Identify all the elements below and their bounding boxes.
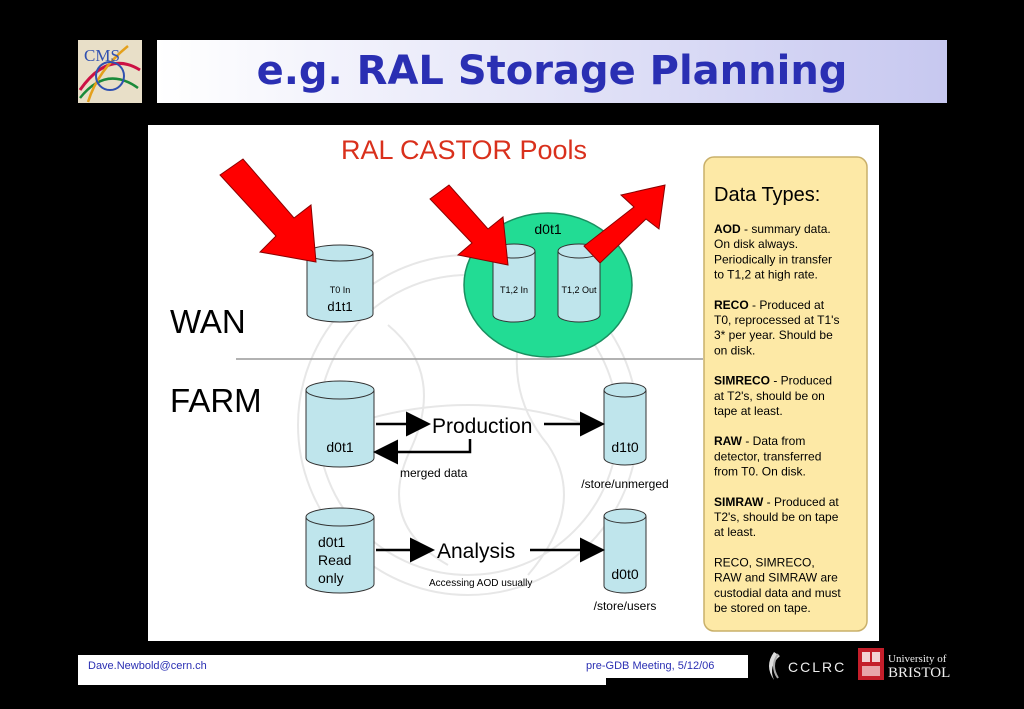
- cylinder-t12-in-label: T1,2 In: [500, 285, 528, 295]
- data-types-box: [703, 156, 868, 632]
- cylinder-d1t0-label: d1t0: [611, 439, 638, 455]
- data-types-note-line: be stored on tape.: [714, 601, 811, 615]
- data-types-note-line: RAW and SIMRAW are: [714, 571, 838, 585]
- cclrc-logo: CCLRC: [762, 648, 848, 684]
- cms-logo: CMS: [78, 40, 142, 103]
- data-type-line: RAW - Data from: [714, 434, 805, 448]
- footer-underbar: [78, 678, 606, 685]
- store-users-label: /store/users: [594, 599, 657, 613]
- data-types-list: AOD - summary data.On disk always.Period…: [714, 222, 841, 615]
- svg-text:BRISTOL: BRISTOL: [888, 665, 950, 681]
- footer-bar: [78, 655, 748, 678]
- accessing-aod-label: Accessing AOD usually: [429, 578, 532, 589]
- cylinder-t0-in-label: T0 In: [330, 285, 351, 295]
- data-type-line: 3* per year. Should be: [714, 328, 833, 342]
- incoming-arrow-t0: [219, 158, 317, 263]
- data-type-line: T2's, should be on tape: [714, 510, 839, 524]
- data-type-line: on disk.: [714, 343, 755, 357]
- cylinder-t12-out-label: T1,2 Out: [561, 285, 597, 295]
- title-bar: e.g. RAL Storage Planning: [157, 40, 947, 103]
- footer-author-email: Dave.Newbold@cern.ch: [88, 660, 207, 672]
- cylinder-t0-in: T0 In d1t1: [306, 244, 374, 323]
- merged-data-label: merged data: [400, 466, 468, 480]
- footer-meeting-date: pre-GDB Meeting, 5/12/06: [586, 660, 715, 672]
- cylinder-farm-d0t1-label: d0t1: [326, 439, 353, 455]
- data-type-line: tape at least.: [714, 404, 783, 418]
- incoming-arrow-t12: [429, 184, 509, 266]
- diagram-panel: RAL CASTOR Pools WAN FARM d0t1 T0 In d1t…: [148, 125, 879, 641]
- read-only-line2: Read: [318, 552, 351, 568]
- zone-farm-label: FARM: [170, 382, 262, 419]
- store-unmerged-label: /store/unmerged: [581, 477, 668, 491]
- data-type-line: On disk always.: [714, 237, 798, 251]
- production-label: Production: [432, 415, 532, 438]
- read-only-line1: d0t1: [318, 534, 345, 550]
- zone-wan-label: WAN: [170, 303, 246, 340]
- cylinder-t12-in: T1,2 In: [492, 243, 536, 323]
- data-type-line: at T2's, should be on: [714, 389, 825, 403]
- data-type-line: SIMRAW - Produced at: [714, 495, 839, 509]
- data-type-line: AOD - summary data.: [714, 222, 831, 236]
- outgoing-arrow-t12: [583, 184, 666, 264]
- pool-group-label: d0t1: [534, 221, 561, 237]
- data-type-line: at least.: [714, 525, 756, 539]
- cylinder-d0t0-label: d0t0: [611, 566, 638, 582]
- slide-title: e.g. RAL Storage Planning: [256, 48, 848, 94]
- diagram-heading: RAL CASTOR Pools: [341, 135, 587, 165]
- cylinder-read-only: d0t1 Read only: [305, 507, 375, 594]
- castor-diagram: RAL CASTOR Pools WAN FARM d0t1 T0 In d1t…: [170, 135, 868, 632]
- read-only-line3: only: [318, 570, 344, 586]
- cylinder-farm-d0t1: d0t1: [305, 380, 375, 468]
- cylinder-t0-in-type: d1t1: [327, 299, 352, 314]
- data-type-line: RECO - Produced at: [714, 298, 825, 312]
- data-type-line: Periodically in transfer: [714, 252, 832, 266]
- bristol-logo: University of BRISTOL: [858, 646, 958, 684]
- merged-data-arrow: [373, 439, 472, 465]
- data-types-note-line: custodial data and must: [714, 586, 841, 600]
- data-types-note-line: RECO, SIMRECO,: [714, 555, 815, 569]
- data-type-line: SIMRECO - Produced: [714, 374, 832, 388]
- data-type-line: from T0. On disk.: [714, 465, 806, 479]
- data-type-line: detector, transferred: [714, 449, 821, 463]
- cylinder-t12-out: T1,2 Out: [557, 243, 601, 323]
- svg-text:CCLRC: CCLRC: [788, 659, 846, 675]
- svg-text:University of: University of: [888, 653, 947, 665]
- data-type-line: to T1,2 at high rate.: [714, 268, 818, 282]
- cylinder-d1t0: d1t0: [603, 382, 647, 466]
- data-type-line: T0, reprocessed at T1's: [714, 313, 839, 327]
- cylinder-d0t0: d0t0: [603, 508, 647, 594]
- analysis-label: Analysis: [437, 540, 515, 563]
- svg-text:CMS: CMS: [84, 46, 120, 65]
- data-types-heading: Data Types:: [714, 184, 820, 206]
